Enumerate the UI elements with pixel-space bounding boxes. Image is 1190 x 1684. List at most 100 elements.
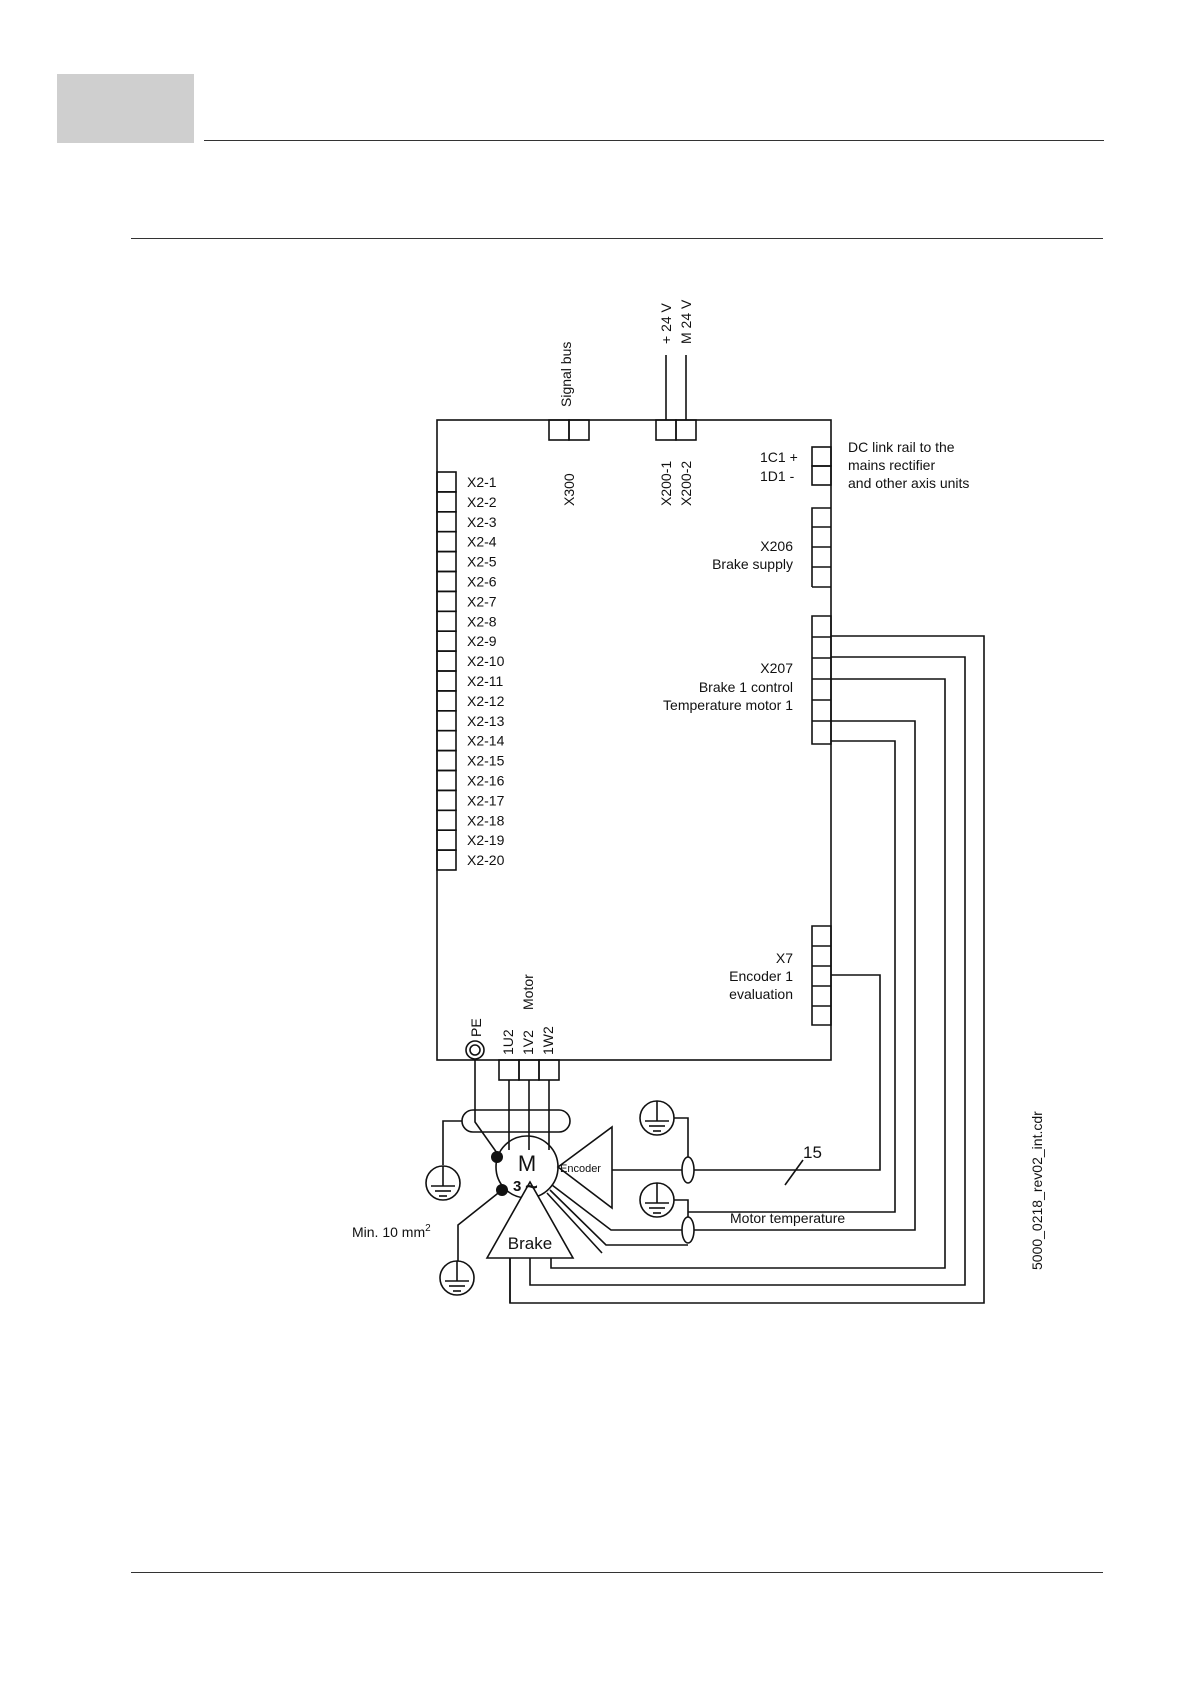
x2-terminal-label: X2-6 <box>467 574 497 590</box>
d1-label: 1D1 - <box>760 468 795 484</box>
encoder-label: Encoder <box>560 1163 601 1175</box>
c1-label: 1C1 + <box>760 449 798 465</box>
wire-encoder <box>688 974 881 1171</box>
encoder-symbol <box>556 1125 613 1210</box>
motor-terminal-1u2 <box>498 1059 520 1081</box>
dc-link-pin-d1 <box>811 465 832 486</box>
dc-link-line-1: DC link rail to the <box>848 439 955 455</box>
x300-label: X300 <box>561 473 577 506</box>
x2-terminal-pin <box>436 769 457 792</box>
x2-terminal-pin <box>436 789 457 812</box>
x2-terminal-pin <box>436 849 457 871</box>
x200-pin-1 <box>655 419 677 441</box>
motor-terminal-1w2 <box>538 1059 560 1081</box>
motor-phase-label: 3 <box>513 1178 521 1195</box>
ground-icon <box>439 1189 503 1296</box>
motor-temperature-label: Motor temperature <box>730 1210 845 1226</box>
x2-terminal-pin <box>436 809 457 831</box>
x207-label: X207 <box>760 660 793 676</box>
u2-label: 1U2 <box>500 1029 516 1055</box>
plus-24v-label: + 24 V <box>658 302 674 344</box>
x2-terminal-label: X2-16 <box>467 773 505 789</box>
ground-icon <box>639 1100 689 1157</box>
power-cable-shield <box>461 1109 571 1133</box>
x2-terminal-label: X2-15 <box>467 753 505 769</box>
x2-terminal-pin <box>436 590 457 613</box>
x2-terminal-pin <box>436 630 457 652</box>
x200-pin-2 <box>675 419 697 441</box>
x2-terminal-pin <box>436 829 457 851</box>
motor-terminals-label: Motor <box>520 974 536 1010</box>
wire-brake-minus <box>529 656 966 1286</box>
w2-label: 1W2 <box>540 1026 556 1055</box>
x2-terminal-label: X2-3 <box>467 514 497 530</box>
x2-terminal-label: X2-13 <box>467 713 505 729</box>
x300-pin-2 <box>568 419 590 441</box>
file-reference: 5000_0218_rev02_int.cdr <box>1029 1111 1045 1270</box>
signal-bus-label: Signal bus <box>558 342 574 407</box>
motor-m-label: M <box>518 1151 536 1176</box>
page-header-tab <box>57 74 194 143</box>
x2-terminal-pin <box>436 510 457 533</box>
encoder1-label: Encoder 1 <box>729 968 793 984</box>
x2-terminal-pin <box>436 729 457 752</box>
x207-connector <box>811 615 832 745</box>
x2-terminal-label: X2-1 <box>467 474 497 490</box>
x7-connector <box>811 925 832 1026</box>
encoder-cable-shield <box>681 1156 695 1184</box>
m-24v-label: M 24 V <box>678 299 694 344</box>
x2-terminal-strip: X2-1X2-2X2-3X2-4X2-5X2-6X2-7X2-8X2-9X2-1… <box>436 471 505 871</box>
x300-pin-1 <box>548 419 570 441</box>
v2-label: 1V2 <box>520 1030 536 1055</box>
brake-supply-label: Brake supply <box>712 556 793 572</box>
x2-terminal-pin <box>436 570 457 593</box>
x2-terminal-label: X2-7 <box>467 593 497 609</box>
x2-terminal-pin <box>436 550 457 573</box>
dc-link-pin-c1 <box>811 446 832 467</box>
x2-terminal-label: X2-8 <box>467 613 497 629</box>
temperature-cable-shield <box>681 1216 695 1244</box>
wire-temp-b <box>688 740 896 1213</box>
dc-link-line-2: mains rectifier <box>848 457 935 473</box>
evaluation-label: evaluation <box>729 986 793 1002</box>
footer-rule <box>131 1572 1103 1573</box>
x2-terminal-pin <box>436 670 457 692</box>
motor-terminal-1v2 <box>518 1059 540 1081</box>
x200-2-label: X200-2 <box>678 461 694 506</box>
section-rule <box>131 238 1103 239</box>
x2-terminal-label: X2-4 <box>467 534 497 550</box>
min-section-label: Min. 10 mm2 <box>352 1223 431 1240</box>
dc-link-line-3: and other axis units <box>848 475 969 491</box>
x2-terminal-label: X2-11 <box>467 673 504 689</box>
x2-terminal-pin <box>436 491 457 513</box>
x2-terminal-pin <box>436 749 457 772</box>
x2-terminal-label: X2-10 <box>467 653 505 669</box>
ground-icon <box>639 1182 689 1218</box>
pe-terminal <box>465 1040 485 1060</box>
x2-terminal-pin <box>436 650 457 672</box>
x2-terminal-label: X2-14 <box>467 733 505 749</box>
x2-terminal-label: X2-2 <box>467 494 497 510</box>
x7-label: X7 <box>776 950 793 966</box>
x2-terminal-label: X2-5 <box>467 554 497 570</box>
wire-temp-a <box>688 720 916 1231</box>
x2-terminal-pin <box>436 610 457 632</box>
x2-terminal-pin <box>436 690 457 712</box>
x206-connector <box>811 507 831 588</box>
ground-icon <box>425 1165 461 1201</box>
x206-label: X206 <box>760 538 793 554</box>
temp-motor1-label: Temperature motor 1 <box>663 697 793 713</box>
x200-1-label: X200-1 <box>658 461 674 506</box>
header-rule <box>204 140 1104 141</box>
x2-terminal-label: X2-17 <box>467 792 505 808</box>
x2-terminal-pin <box>436 530 457 553</box>
brake1-control-label: Brake 1 control <box>699 679 793 695</box>
x2-terminal-label: X2-18 <box>467 812 505 828</box>
x2-terminal-label: X2-9 <box>467 633 497 649</box>
pe-label: PE <box>468 1018 484 1037</box>
x2-terminal-label: X2-19 <box>467 832 505 848</box>
x2-terminal-label: X2-12 <box>467 693 505 709</box>
cable-number-label: 15 <box>803 1143 822 1162</box>
x2-terminal-label: X2-20 <box>467 852 505 868</box>
